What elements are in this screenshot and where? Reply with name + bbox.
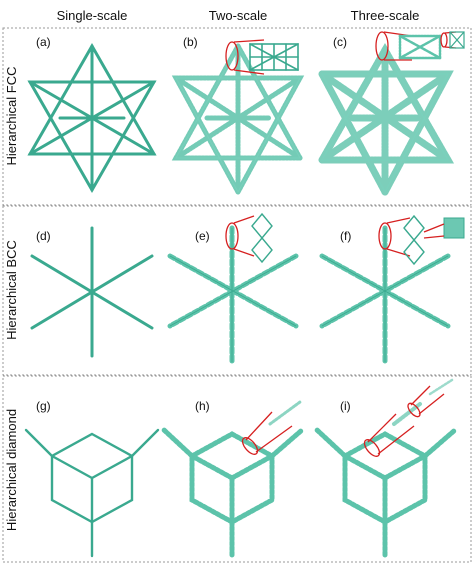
panel-b-zoom-callout [225,39,299,75]
fcc-strut-diag-2 [28,80,156,156]
panel-a-fcc-single-scale [27,42,157,194]
column-title-three-scale: Three-scale [351,8,420,23]
panel-f-zoom-callout [378,214,465,266]
panel-label-c: (c) [333,35,347,49]
row-frame-diamond [2,375,472,563]
panel-b-zoom-unit-cell [249,43,299,71]
panel-c-zoom-unit-cell [398,34,442,60]
row-title-bcc: Hierarchical BCC [4,240,19,340]
panel-c-fcc-three-scale [315,31,465,200]
panel-label-a: (a) [36,35,51,49]
panel-h-diamond-two-scale [161,400,305,559]
row-title-diamond: Hierarchical diamond [4,409,19,531]
panel-i-zoom-strut [392,402,422,426]
panel-i-diamond-three-scale [314,378,458,559]
panel-label-g: (g) [36,399,51,413]
panel-f-bcc-three-scale [319,214,465,365]
panel-d-bcc-single-scale [30,226,154,358]
column-title-single-scale: Single-scale [57,8,128,23]
panel-label-i: (i) [340,399,351,413]
panel-label-h: (h) [195,399,210,413]
row-frame-fcc [2,27,472,206]
panel-label-d: (d) [36,229,51,243]
panel-i-zoom-substrut [428,378,454,396]
panel-label-f: (f) [340,229,351,243]
row-frame-bcc [2,205,472,376]
panel-label-b: (b) [183,35,198,49]
panel-b-fcc-two-scale [171,39,305,198]
column-title-two-scale: Two-scale [209,8,268,23]
panel-e-zoom-callout [225,212,273,264]
row-title-fcc: Hierarchical FCC [4,67,19,166]
panel-h-zoom-strut [268,400,302,426]
panel-h-zoom-callout [241,400,302,455]
panel-f-zoom-unit-cell [403,214,425,266]
panel-f-zoom-subcell [443,217,465,239]
panel-e-zoom-unit-cell [251,212,273,264]
panel-c-zoom-callout [375,31,465,61]
panel-label-e: (e) [195,229,210,243]
panel-i-zoom-callout [363,378,454,457]
panel-g-diamond-single-scale [24,428,160,558]
panel-c-zoom-subcell [449,31,465,49]
panel-e-bcc-two-scale [167,212,299,365]
